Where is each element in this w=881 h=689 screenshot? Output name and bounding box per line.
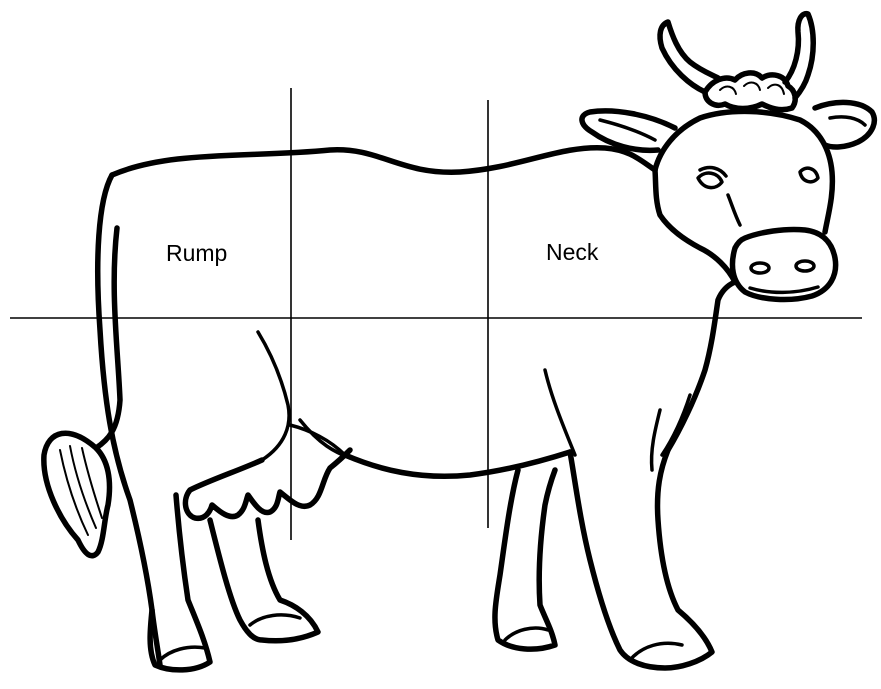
cow-back-outline bbox=[112, 148, 655, 175]
neck-label: Neck bbox=[546, 239, 599, 265]
cow-illustration bbox=[44, 14, 874, 670]
mouth-line bbox=[750, 287, 818, 292]
rump-label: Rump bbox=[166, 240, 227, 266]
tail-hair-3 bbox=[82, 448, 102, 518]
hind-leg-front bbox=[210, 520, 318, 641]
cow-udder bbox=[185, 450, 350, 518]
horn-left bbox=[660, 22, 718, 92]
region-grid bbox=[10, 88, 862, 540]
chest-fold-2 bbox=[652, 410, 660, 470]
cow-head bbox=[655, 111, 832, 232]
cow-neck-underside bbox=[655, 170, 735, 282]
curl-2 bbox=[744, 83, 760, 90]
cow-belly bbox=[345, 452, 570, 476]
front-leg-inner bbox=[545, 370, 575, 455]
curl-3 bbox=[768, 85, 784, 94]
cow-tail-switch bbox=[44, 433, 110, 556]
front-leg-front bbox=[570, 450, 712, 668]
eye-left bbox=[698, 173, 722, 188]
ear-left-inner bbox=[600, 120, 655, 140]
front-leg-back bbox=[495, 470, 555, 649]
curl-1 bbox=[720, 87, 736, 94]
face-ridge bbox=[728, 195, 740, 225]
front-hoof-front bbox=[630, 643, 682, 660]
forelock bbox=[705, 73, 795, 110]
nostril-left bbox=[751, 263, 769, 273]
eye-right bbox=[800, 168, 818, 182]
hind-hoof-rear bbox=[160, 647, 205, 660]
hind-hoof-front bbox=[250, 615, 300, 625]
flank-line bbox=[258, 332, 289, 460]
cow-rump-outline bbox=[98, 175, 160, 665]
cow-muzzle bbox=[732, 229, 835, 299]
nostril-right bbox=[796, 261, 814, 271]
front-hoof-back bbox=[505, 628, 548, 640]
ear-left bbox=[582, 111, 675, 150]
chest-fold-1 bbox=[662, 395, 690, 455]
ear-right-inner bbox=[830, 117, 865, 125]
